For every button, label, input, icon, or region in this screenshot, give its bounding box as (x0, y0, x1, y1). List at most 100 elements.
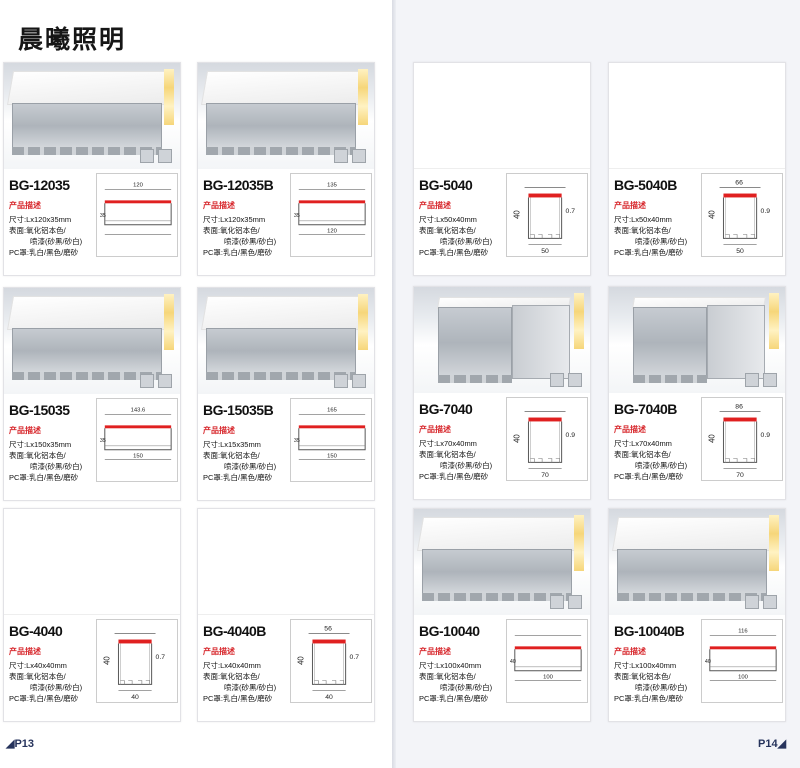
brand-title: 晨曦照明 (18, 25, 127, 54)
dim-height: 35 (294, 438, 300, 444)
pc-cover (104, 425, 172, 429)
spec-size: 尺寸:Lx40x40mm (9, 661, 67, 670)
spec-size: 尺寸:Lx40x40mm (203, 661, 261, 670)
dim-bottom: 70 (736, 472, 744, 479)
product-code: BG-10040 (419, 623, 480, 639)
dim-thickness: 0.7 (350, 654, 360, 661)
spec-pc-cover: PC罩:乳白/黑色/磨砂 (419, 472, 489, 481)
spec-spray: 喷漆(砂黑/砂白) (440, 683, 493, 692)
spec-spray: 喷漆(砂黑/砂白) (30, 237, 83, 246)
spec-spray: 喷漆(砂黑/砂白) (635, 683, 688, 692)
dim-top: 143.6 (131, 408, 146, 414)
product-photo (414, 63, 590, 169)
dim-height: 40 (297, 656, 306, 665)
dim-thickness: 0.9 (761, 432, 771, 439)
spec-spray: 喷漆(砂黑/砂白) (224, 237, 277, 246)
dim-height: 40 (510, 659, 516, 665)
description-heading: 产品描述 (419, 201, 451, 210)
dim-bottom: 40 (325, 694, 333, 701)
description-heading: 产品描述 (9, 647, 41, 656)
mount-clip-icon (763, 595, 777, 609)
product-code: BG-5040 (419, 177, 473, 193)
spec-pc-cover: PC罩:乳白/黑色/磨砂 (614, 694, 684, 703)
pc-cover (723, 417, 757, 422)
spec-surface: 表面:氧化铝本色/ (9, 672, 66, 681)
spec-surface: 表面:氧化铝本色/ (614, 672, 671, 681)
pc-cover (709, 646, 777, 650)
dim-bottom: 100 (543, 675, 554, 681)
spec-pc-cover: PC罩:乳白/黑色/磨砂 (9, 694, 79, 703)
pc-cover (118, 639, 152, 644)
mount-clip-icon (352, 374, 366, 388)
spec-spray: 喷漆(砂黑/砂白) (224, 462, 277, 471)
spec-surface: 表面:氧化铝本色/ (203, 451, 260, 460)
pc-cover (528, 193, 562, 198)
dim-thickness: 0.9 (566, 432, 576, 439)
spec-pc-cover: PC罩:乳白/黑色/磨砂 (203, 248, 273, 257)
product-photo (4, 63, 180, 169)
end-cap-icon (140, 149, 154, 163)
spec-spray: 喷漆(砂黑/砂白) (635, 461, 688, 470)
dim-height: 35 (100, 438, 106, 444)
description-heading: 产品描述 (614, 647, 646, 656)
description-heading: 产品描述 (614, 201, 646, 210)
spec-surface: 表面:氧化铝本色/ (419, 672, 476, 681)
dim-top: 116 (738, 629, 747, 635)
product-code: BG-15035 (9, 402, 70, 418)
led-strip-icon (164, 69, 174, 125)
product-photo (4, 509, 180, 615)
spec-surface: 表面:氧化铝本色/ (614, 450, 671, 459)
spec-size: 尺寸:Lx50x40mm (614, 215, 672, 224)
mount-clip-icon (158, 374, 172, 388)
spec-spray: 喷漆(砂黑/砂白) (30, 462, 83, 471)
spec-surface: 表面:氧化铝本色/ (9, 226, 66, 235)
spec-spray: 喷漆(砂黑/砂白) (440, 461, 493, 470)
spec-surface: 表面:氧化铝本色/ (203, 672, 260, 681)
pc-cover (104, 200, 172, 204)
description-heading: 产品描述 (614, 425, 646, 434)
end-cap-icon (140, 374, 154, 388)
spec-size: 尺寸:Lx70x40mm (614, 439, 672, 448)
dim-height: 40 (513, 434, 522, 443)
description-heading: 产品描述 (9, 201, 41, 210)
profile-diagram: 40 100 (510, 635, 582, 681)
description-heading: 产品描述 (203, 426, 235, 435)
dim-height: 35 (294, 213, 300, 219)
profile-diagram-box: 143.6 35 150 (96, 398, 178, 482)
spec-surface: 表面:氧化铝本色/ (419, 226, 476, 235)
dim-thickness: 0.7 (566, 208, 576, 215)
dim-height: 40 (103, 656, 112, 665)
dim-bottom: 50 (541, 248, 549, 255)
dim-bottom: 150 (133, 454, 144, 460)
mount-clip-icon (568, 595, 582, 609)
end-cap-icon (334, 149, 348, 163)
spec-size: 尺寸:Lx100x40mm (419, 661, 482, 670)
dim-thickness: 0.7 (156, 654, 166, 661)
product-code: BG-12035 (9, 177, 70, 193)
spec-surface: 表面:氧化铝本色/ (203, 226, 260, 235)
spec-spray: 喷漆(砂黑/砂白) (30, 683, 83, 692)
spec-pc-cover: PC罩:乳白/黑色/磨砂 (419, 694, 489, 703)
pc-cover (312, 639, 346, 644)
spec-pc-cover: PC罩:乳白/黑色/磨砂 (419, 248, 489, 257)
end-cap-icon (550, 373, 564, 387)
pc-cover (723, 193, 757, 198)
dim-height: 35 (100, 213, 106, 219)
